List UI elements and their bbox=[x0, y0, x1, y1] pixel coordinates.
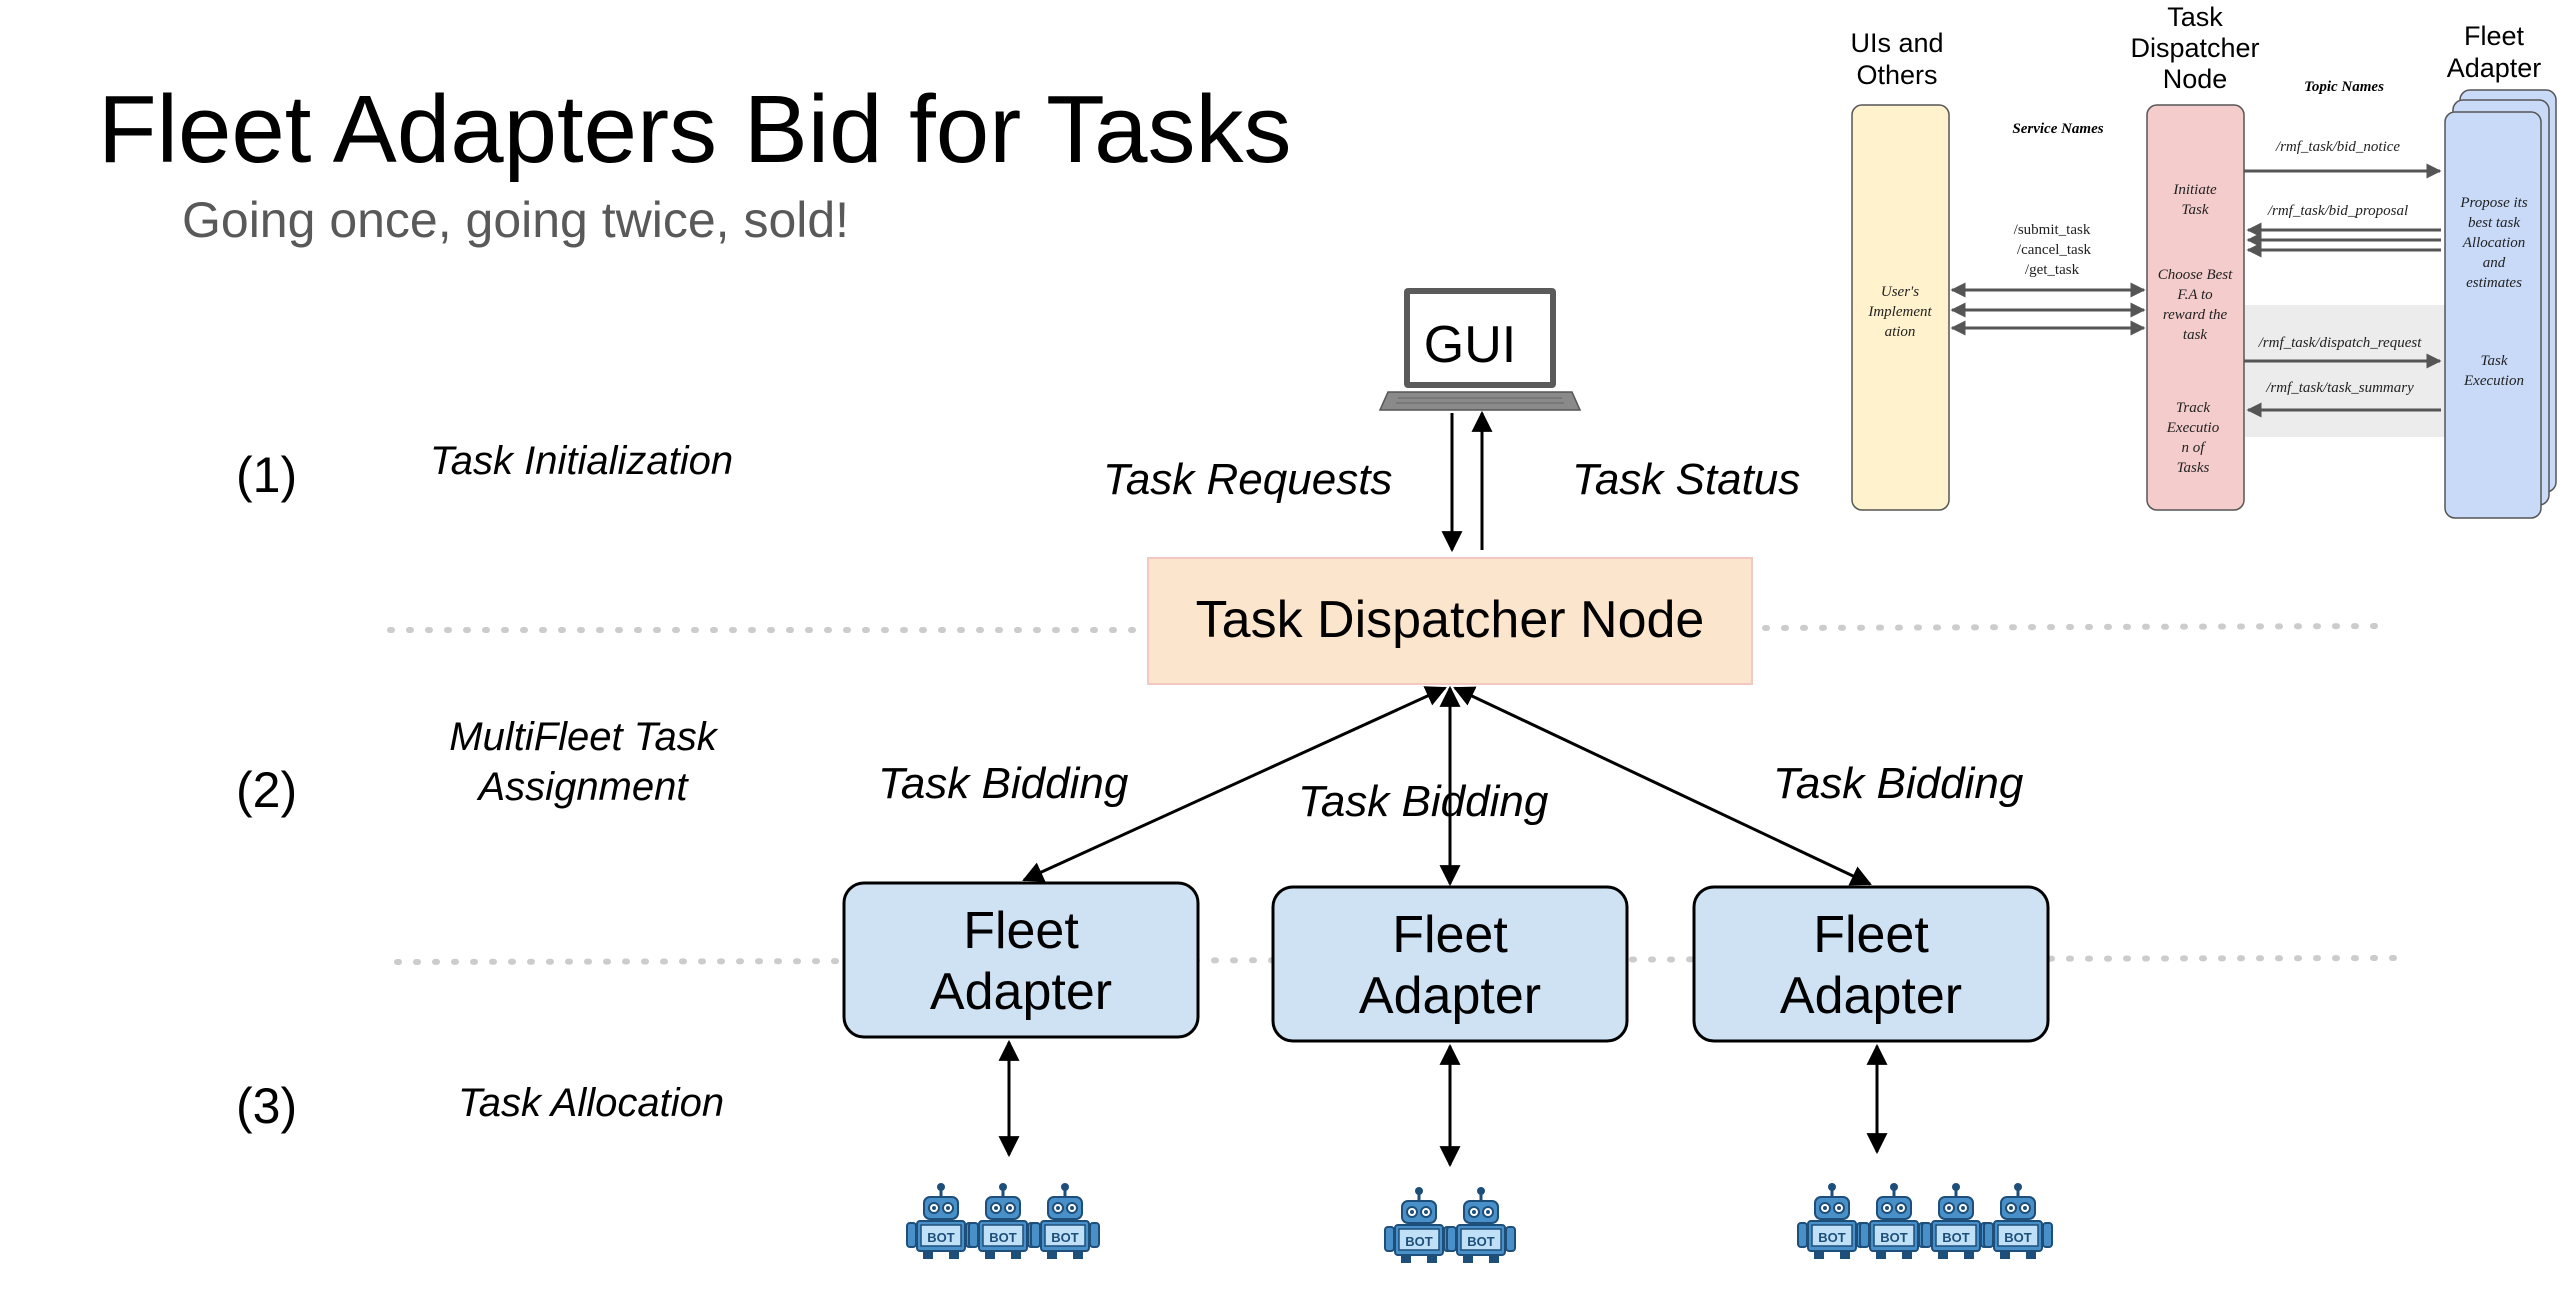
fleet-adapter-2-line2: Adapter bbox=[1359, 967, 1541, 1025]
fleet-adapter-1-line2: Adapter bbox=[930, 963, 1112, 1021]
bidding-label-1: Task Bidding bbox=[878, 759, 1129, 808]
inset-service-cancel: /cancel_task bbox=[2017, 242, 2092, 258]
inset-user-line3: ation bbox=[1885, 324, 1916, 340]
stage-label-2-line1: MultiFleet Task bbox=[449, 715, 719, 759]
inset-choose-line1: Choose Best bbox=[2158, 267, 2233, 283]
stage-label-3: Task Allocation bbox=[458, 1081, 724, 1125]
stage-number-1: (1) bbox=[236, 447, 297, 503]
bidding-arrow-3 bbox=[1453, 686, 1872, 886]
inset-propose-line1: Propose its bbox=[2459, 195, 2528, 211]
inset-topic-task-summary: /rmf_task/task_summary bbox=[2265, 380, 2414, 396]
bidding-arrow-1 bbox=[1022, 686, 1447, 882]
stage-number-2: (2) bbox=[236, 762, 297, 818]
fleet-adapter-3: Fleet Adapter bbox=[1692, 885, 2050, 1043]
separator-line-1-right bbox=[1762, 623, 2393, 631]
robot-badge-text: BOT bbox=[1942, 1230, 1970, 1245]
robot-icon: BOT bbox=[1445, 1185, 1517, 1265]
inset-header-dispatcher-line3: Node bbox=[2163, 64, 2228, 94]
inset-choose-line4: task bbox=[2183, 327, 2208, 343]
robot-badge-text: BOT bbox=[927, 1230, 955, 1245]
inset-initiate-line2: Task bbox=[2182, 202, 2209, 218]
robot-icon: BOT bbox=[1982, 1181, 2054, 1261]
inset-header-dispatcher-line1: Task bbox=[2167, 2, 2223, 32]
task-requests-label: Task Requests bbox=[1103, 455, 1392, 504]
robot-icon: BOT bbox=[1029, 1181, 1101, 1261]
inset-propose-line4: and bbox=[2483, 255, 2506, 271]
inset-track-line4: Tasks bbox=[2177, 460, 2210, 476]
inset-user-line1: User's bbox=[1881, 284, 1919, 300]
inset-header-fleet-line2: Adapter bbox=[2447, 53, 2542, 83]
stage-label-1: Task Initialization bbox=[430, 439, 733, 483]
stage-number-3: (3) bbox=[236, 1078, 297, 1134]
inset-initiate-line1: Initiate bbox=[2172, 182, 2217, 198]
inset-topic-bid-proposal: /rmf_task/bid_proposal bbox=[2267, 203, 2408, 219]
robot-badge-text: BOT bbox=[2004, 1230, 2032, 1245]
fleet-adapter-1: Fleet Adapter bbox=[842, 881, 1200, 1039]
robot-icon: BOT bbox=[1920, 1181, 1992, 1261]
inset-choose-line2: F.A to bbox=[2176, 287, 2213, 303]
bidding-label-3: Task Bidding bbox=[1773, 759, 2024, 808]
robot-icon: BOT bbox=[905, 1181, 977, 1261]
inset-header-dispatcher-line2: Dispatcher bbox=[2130, 33, 2259, 63]
slide-subtitle: Going once, going twice, sold! bbox=[182, 192, 849, 248]
inset-dispatcher-column bbox=[2146, 104, 2245, 511]
inset-diagram: UIs and Others Task Dispatcher Node Flee… bbox=[1850, 2, 2557, 519]
fleet-adapter-3-line2: Adapter bbox=[1780, 967, 1962, 1025]
robot-group-1: BOT BOT BOT bbox=[905, 1181, 1101, 1261]
robot-badge-text: BOT bbox=[989, 1230, 1017, 1245]
slide-title: Fleet Adapters Bid for Tasks bbox=[98, 76, 1291, 183]
robot-badge-text: BOT bbox=[1405, 1234, 1433, 1249]
fleet-adapter-1-line1: Fleet bbox=[963, 902, 1079, 960]
robot-badge-text: BOT bbox=[1467, 1234, 1495, 1249]
inset-topic-dispatch-request: /rmf_task/dispatch_request bbox=[2258, 335, 2423, 351]
robot-icon: BOT bbox=[1383, 1185, 1455, 1265]
inset-exec-line2: Execution bbox=[2463, 373, 2524, 389]
inset-track-line1: Track bbox=[2176, 400, 2211, 416]
robot-group-3: BOT BOT BOT BOT bbox=[1796, 1181, 2054, 1261]
robot-group-2: BOT BOT bbox=[1383, 1185, 1517, 1265]
robot-icon: BOT bbox=[1858, 1181, 1930, 1261]
inset-choose-line3: reward the bbox=[2163, 307, 2228, 323]
stage-label-2-line2: Assignment bbox=[477, 765, 690, 809]
bidding-label-2: Task Bidding bbox=[1298, 777, 1549, 826]
fleet-adapter-3-line1: Fleet bbox=[1813, 906, 1929, 964]
gui-label: GUI bbox=[1424, 316, 1516, 374]
robot-icon: BOT bbox=[1796, 1181, 1868, 1261]
inset-track-line3: n of bbox=[2182, 440, 2207, 456]
inset-header-fleet-line1: Fleet bbox=[2464, 21, 2525, 51]
inset-fleet-column bbox=[2444, 111, 2542, 519]
task-dispatcher-label: Task Dispatcher Node bbox=[1196, 591, 1705, 649]
inset-uis-column bbox=[1851, 104, 1950, 511]
inset-header-uis-line1: UIs and bbox=[1850, 28, 1943, 58]
inset-propose-line2: best task bbox=[2468, 215, 2520, 231]
robot-icon: BOT bbox=[967, 1181, 1039, 1261]
inset-execution-band bbox=[2245, 305, 2445, 437]
fleet-adapter-2-line1: Fleet bbox=[1392, 906, 1508, 964]
inset-topic-names-header: Topic Names bbox=[2304, 79, 2384, 95]
task-status-label: Task Status bbox=[1572, 455, 1800, 504]
task-dispatcher-node bbox=[1147, 557, 1753, 685]
inset-service-submit: /submit_task bbox=[2014, 222, 2091, 238]
robot-badge-text: BOT bbox=[1880, 1230, 1908, 1245]
robot-badge-text: BOT bbox=[1818, 1230, 1846, 1245]
fleet-adapter-2: Fleet Adapter bbox=[1271, 885, 1629, 1043]
inset-service-get: /get_task bbox=[2025, 262, 2080, 278]
inset-header-uis-line2: Others bbox=[1856, 60, 1937, 90]
inset-propose-line5: estimates bbox=[2466, 275, 2522, 291]
inset-service-names-header: Service Names bbox=[2012, 121, 2103, 137]
laptop-icon bbox=[1378, 288, 1582, 411]
inset-exec-line1: Task bbox=[2481, 353, 2508, 369]
inset-propose-line3: Allocation bbox=[2462, 235, 2526, 251]
inset-topic-bid-notice: /rmf_task/bid_notice bbox=[2275, 139, 2400, 155]
inset-user-line2: Implement bbox=[1867, 304, 1932, 320]
robot-badge-text: BOT bbox=[1051, 1230, 1079, 1245]
inset-track-line2: Executio bbox=[2166, 420, 2220, 436]
